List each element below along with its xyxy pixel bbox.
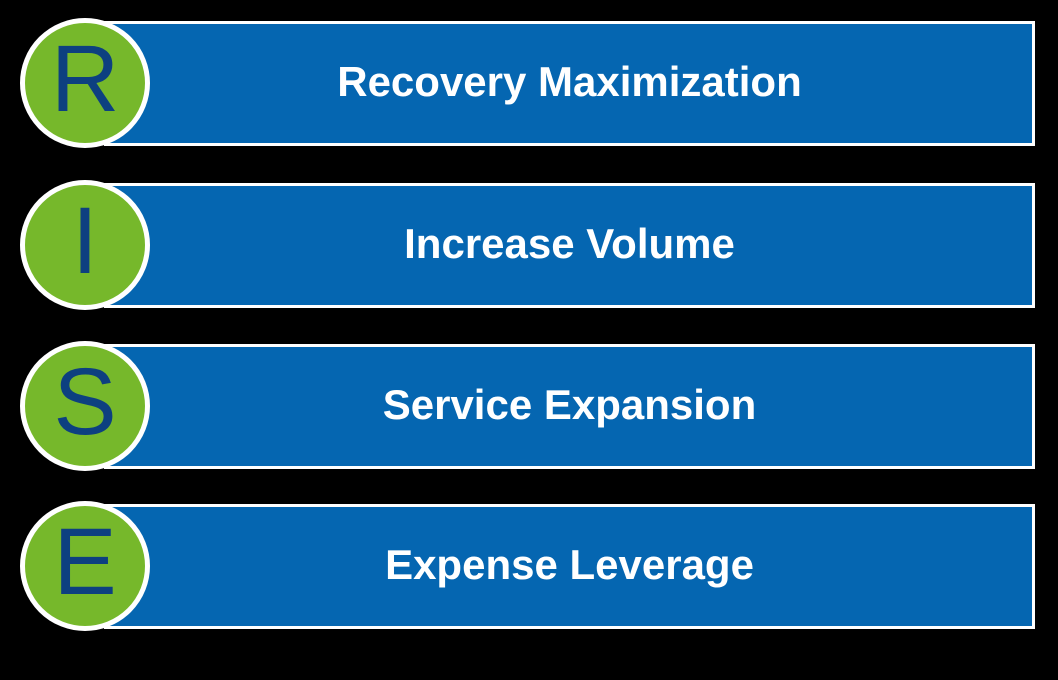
rise-row-increase-volume: Increase Volume I <box>0 180 1058 310</box>
strategy-bar: Recovery Maximization <box>104 21 1035 146</box>
rise-row-expense-leverage: Expense Leverage E <box>0 501 1058 631</box>
strategy-bar: Increase Volume <box>104 183 1035 308</box>
rise-row-service-expansion: Service Expansion S <box>0 341 1058 471</box>
letter-badge-text: R <box>50 25 120 132</box>
strategy-bar: Expense Leverage <box>104 504 1035 629</box>
rise-row-recovery-maximization: Recovery Maximization R <box>0 18 1058 148</box>
letter-badge-text: I <box>71 187 99 294</box>
letter-badge-text: S <box>53 348 117 455</box>
strategy-bar-label: Expense Leverage <box>385 540 754 588</box>
letter-badge-i: I <box>20 180 150 310</box>
strategy-bar-label: Recovery Maximization <box>337 57 802 105</box>
letter-badge-e: E <box>20 501 150 631</box>
strategy-bar-label: Increase Volume <box>404 219 735 267</box>
strategy-bar-label: Service Expansion <box>382 380 757 428</box>
strategy-bar: Service Expansion <box>104 344 1035 469</box>
letter-badge-s: S <box>20 341 150 471</box>
letter-badge-text: E <box>53 508 117 615</box>
letter-badge-r: R <box>20 18 150 148</box>
